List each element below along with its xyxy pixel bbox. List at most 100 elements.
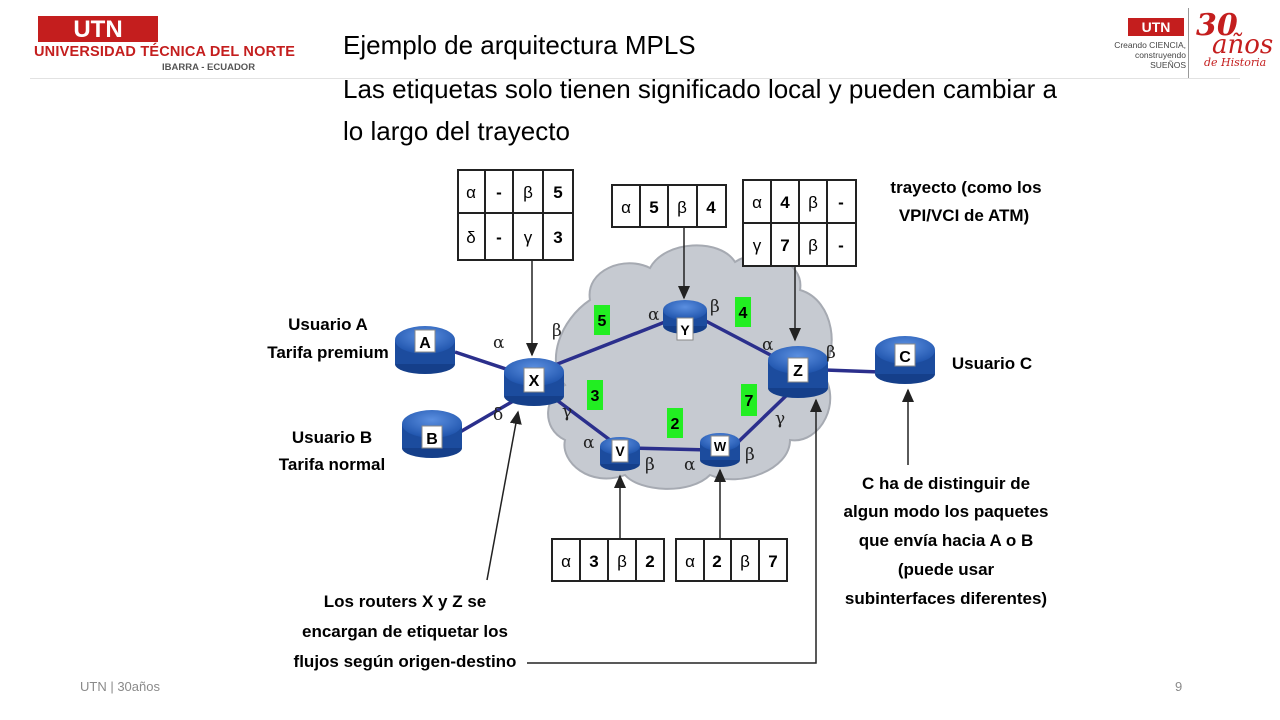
user-labels: Usuario A Tarifa premium Usuario B Tarif…	[267, 315, 1032, 474]
user-a-line1: Usuario A	[288, 315, 368, 334]
table-w: α 2 β 7	[675, 538, 788, 582]
svg-text:3: 3	[553, 228, 562, 247]
router-y-label: Y	[680, 322, 690, 338]
router-v: V	[600, 437, 640, 471]
svg-text:β: β	[552, 321, 562, 341]
svg-text:4: 4	[706, 198, 716, 217]
router-b: B	[402, 410, 462, 458]
logo-divider	[1188, 8, 1189, 78]
link-labels: 5 4 3 7 2	[587, 297, 757, 438]
router-x: X	[504, 358, 564, 406]
svg-text:C ha de distinguir de: C ha de distinguir de	[862, 474, 1030, 493]
svg-text:algun modo los paquetes: algun modo los paquetes	[844, 502, 1049, 521]
link-y-z	[699, 316, 781, 362]
anniversary-number: 30	[1196, 8, 1238, 43]
svg-text:β: β	[808, 236, 818, 255]
svg-text:-: -	[838, 236, 844, 255]
svg-text:3: 3	[589, 552, 598, 571]
university-name: UNIVERSIDAD TÉCNICA DEL NORTE	[34, 44, 296, 60]
router-a: A	[395, 326, 455, 374]
slide-subtitle: Las etiquetas solo tienen significado lo…	[343, 74, 1058, 146]
header-divider	[30, 78, 1240, 79]
user-b-line2: Tarifa normal	[279, 455, 385, 474]
svg-text:2: 2	[712, 552, 721, 571]
footer-label: UTN | 30años	[80, 679, 160, 694]
table-v: α 3 β 2	[551, 538, 665, 582]
utn-logo: UTN UNIVERSIDAD TÉCNICA DEL NORTE IBARRA…	[30, 14, 295, 76]
svg-text:β: β	[745, 445, 755, 465]
link-x-v	[548, 393, 612, 442]
svg-text:Los routers X y Z se: Los routers X y Z se	[324, 592, 487, 611]
router-z-label: Z	[793, 363, 803, 380]
mpls-cloud	[547, 244, 833, 490]
svg-text:δ: δ	[466, 228, 475, 247]
router-v-label: V	[615, 443, 625, 459]
link-label-4: 4	[739, 305, 748, 322]
svg-text:VPI/VCI de ATM): VPI/VCI de ATM)	[899, 206, 1029, 225]
link-label-5: 5	[598, 313, 607, 330]
svg-text:β: β	[826, 343, 836, 363]
router-c: C	[875, 336, 935, 384]
svg-text:δ: δ	[493, 405, 503, 425]
svg-text:α: α	[621, 198, 631, 217]
university-location: IBARRA - ECUADOR	[162, 62, 256, 73]
svg-text:α: α	[685, 552, 695, 571]
slogan-line-2: construyendo SUEÑOS	[1134, 50, 1186, 70]
svg-text:β: β	[523, 183, 533, 202]
links	[454, 316, 881, 452]
svg-text:γ: γ	[753, 236, 762, 255]
note-trayecto: trayecto (como los VPI/VCI de ATM)	[890, 178, 1041, 225]
svg-text:-: -	[496, 183, 502, 202]
link-x-y	[554, 318, 671, 367]
svg-text:β: β	[808, 193, 818, 212]
link-v-w	[629, 446, 711, 452]
router-w: W	[700, 433, 740, 467]
user-b-line1: Usuario B	[292, 428, 372, 447]
table-z: α 4 β - γ 7 β -	[742, 179, 857, 267]
svg-text:α: α	[684, 455, 696, 475]
utn-small-logo-mark: UTN	[1128, 18, 1184, 36]
svg-text:flujos según origen-destino: flujos según origen-destino	[294, 652, 517, 671]
router-b-label: B	[426, 431, 438, 448]
svg-text:7: 7	[768, 552, 777, 571]
router-y: Y	[663, 300, 707, 341]
svg-text:α: α	[752, 193, 762, 212]
svg-text:encargan de etiquetar los: encargan de etiquetar los	[302, 622, 508, 641]
svg-text:7: 7	[780, 236, 789, 255]
svg-text:5: 5	[649, 198, 658, 217]
svg-text:4: 4	[780, 193, 790, 212]
note-routers: Los routers X y Z se encargan de etiquet…	[294, 592, 517, 671]
link-w-z	[733, 390, 792, 447]
svg-text:α: α	[493, 333, 505, 353]
table-y: α 5 β 4	[611, 184, 727, 228]
user-a-line2: Tarifa premium	[267, 343, 389, 362]
link-label-3: 3	[591, 388, 600, 405]
link-z-c	[824, 368, 881, 374]
note-c: C ha de distinguir de algun modo los paq…	[844, 474, 1049, 608]
link-label-2: 2	[671, 416, 680, 433]
link-label-7: 7	[745, 393, 754, 410]
svg-text:γ: γ	[524, 228, 533, 247]
svg-text:-: -	[838, 193, 844, 212]
user-c-label: Usuario C	[952, 354, 1032, 373]
svg-text:β: β	[740, 552, 750, 571]
router-a-label: A	[419, 335, 431, 352]
slogan: Creando CIENCIA, construyendo SUEÑOS	[1104, 40, 1186, 70]
svg-text:β: β	[645, 455, 655, 475]
svg-text:α: α	[648, 305, 660, 325]
svg-text:subinterfaces diferentes): subinterfaces diferentes)	[845, 589, 1047, 608]
svg-text:5: 5	[553, 183, 562, 202]
arrows	[486, 227, 914, 664]
slogan-line-1: Creando CIENCIA,	[1114, 40, 1186, 50]
utn-logo-mark: UTN	[38, 16, 158, 42]
svg-text:α: α	[583, 433, 595, 453]
interface-letters: α β δ γ α β α β γ α β α β	[493, 297, 836, 475]
link-b-x	[459, 398, 516, 434]
svg-text:trayecto (como los: trayecto (como los	[890, 178, 1041, 197]
svg-text:α: α	[466, 183, 476, 202]
svg-text:-: -	[496, 228, 502, 247]
router-c-label: C	[899, 349, 911, 366]
svg-text:γ: γ	[775, 409, 785, 429]
router-w-label: W	[714, 439, 727, 454]
